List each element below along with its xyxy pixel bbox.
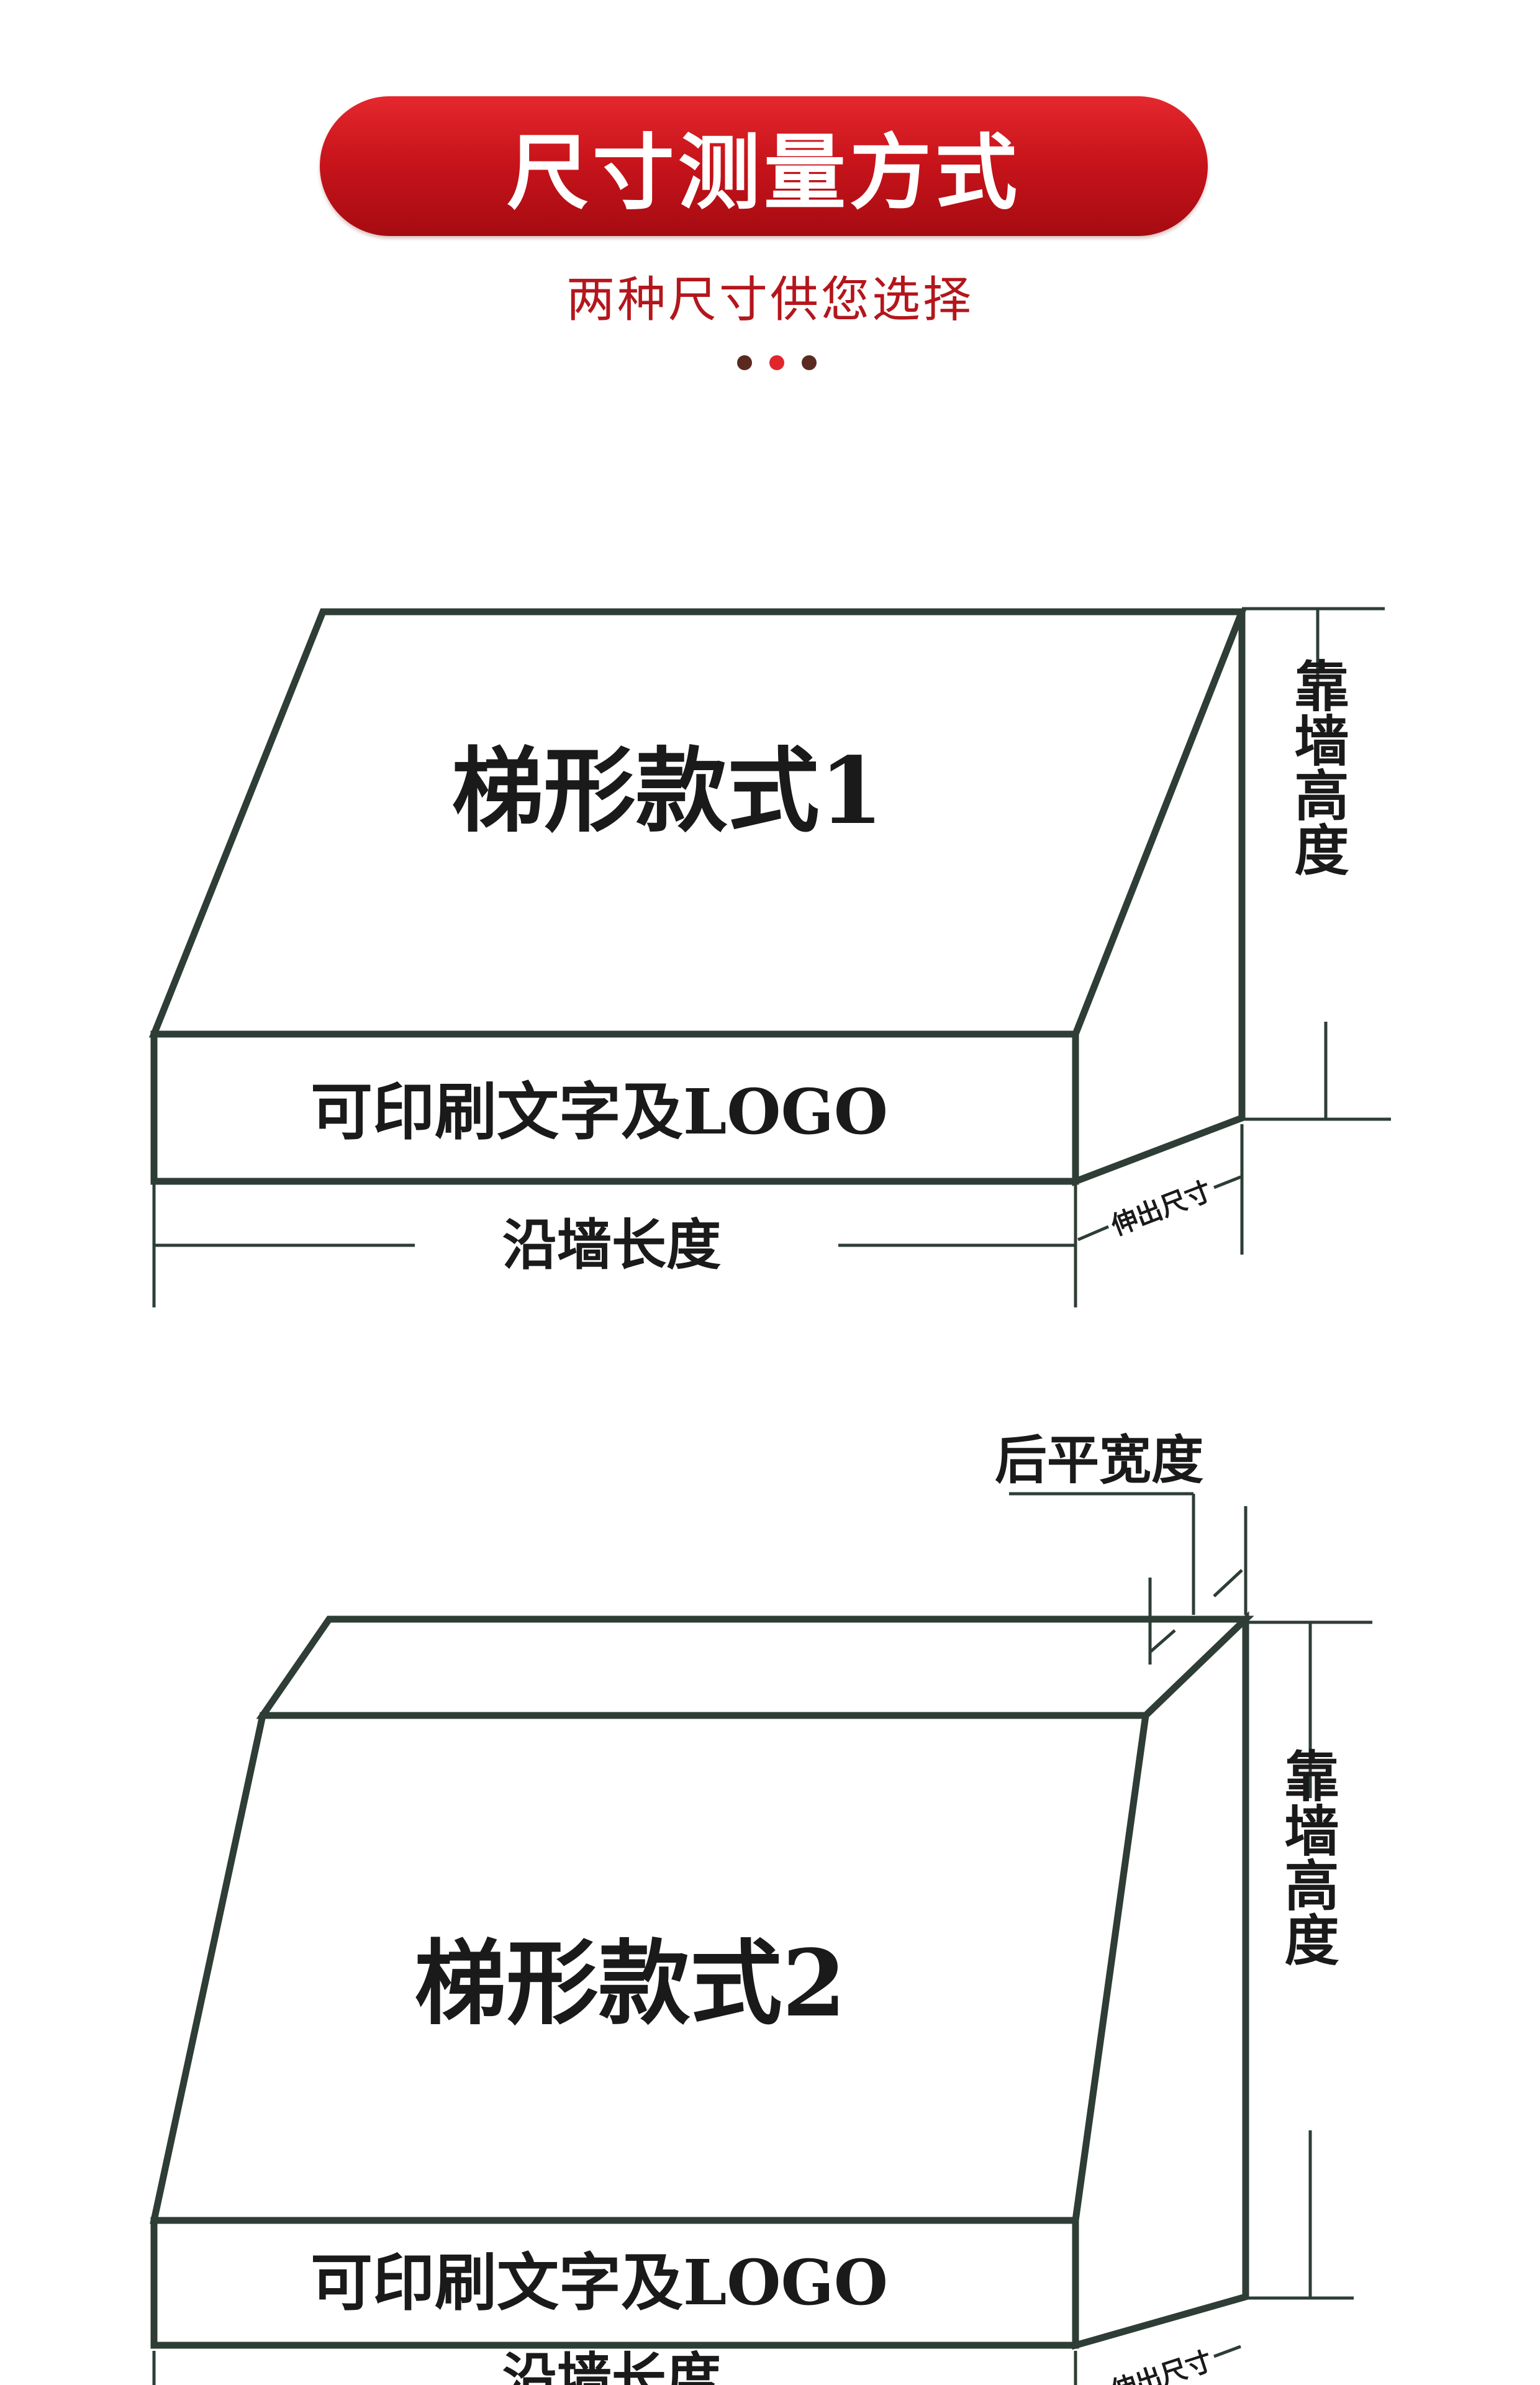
- page-title: 尺寸测量方式: [507, 125, 1021, 221]
- style1-front-face: [150, 1030, 1079, 1185]
- page-subtitle: 两种尺寸供您选择: [566, 272, 974, 328]
- style1-front-label: 可印刷文字及LOGO: [310, 1075, 888, 1148]
- title-banner: 尺寸测量方式: [320, 96, 1208, 236]
- style2-diagram: 后平宽度 靠墙高度 沿墙长度 伸出尺寸 梯形款式2 可印刷文字及LOGO: [150, 1429, 1372, 2385]
- style2-top-face: [256, 1615, 1254, 1719]
- style2-front-label: 可印刷文字及LOGO: [310, 2246, 888, 2319]
- style2-title: 梯形款式2: [415, 1929, 846, 2037]
- style2-projection-label: 伸出尺寸: [1107, 2345, 1216, 2385]
- style1-title: 梯形款式1: [452, 737, 884, 845]
- dot-icon: [802, 355, 817, 370]
- style2-front-face: [150, 2217, 1079, 2349]
- style2-back-width-label: 后平宽度: [995, 1429, 1203, 1491]
- dot-icon: [769, 355, 784, 370]
- style1-width-label: 沿墙长度: [502, 1212, 721, 1277]
- style1-diagram: 靠墙高度 沿墙长度 伸出尺寸 梯形款式1 可印刷文字及LOGO: [148, 607, 1391, 1307]
- style2-height-label: 靠墙高度: [1275, 1748, 1340, 1966]
- style1-height-label: 靠墙高度: [1285, 658, 1350, 876]
- style1-projection-label: 伸出尺寸: [1107, 1175, 1215, 1241]
- decorative-dots: [737, 355, 817, 374]
- style2-width-label: 沿墙长度: [502, 2346, 721, 2385]
- dot-icon: [737, 355, 752, 370]
